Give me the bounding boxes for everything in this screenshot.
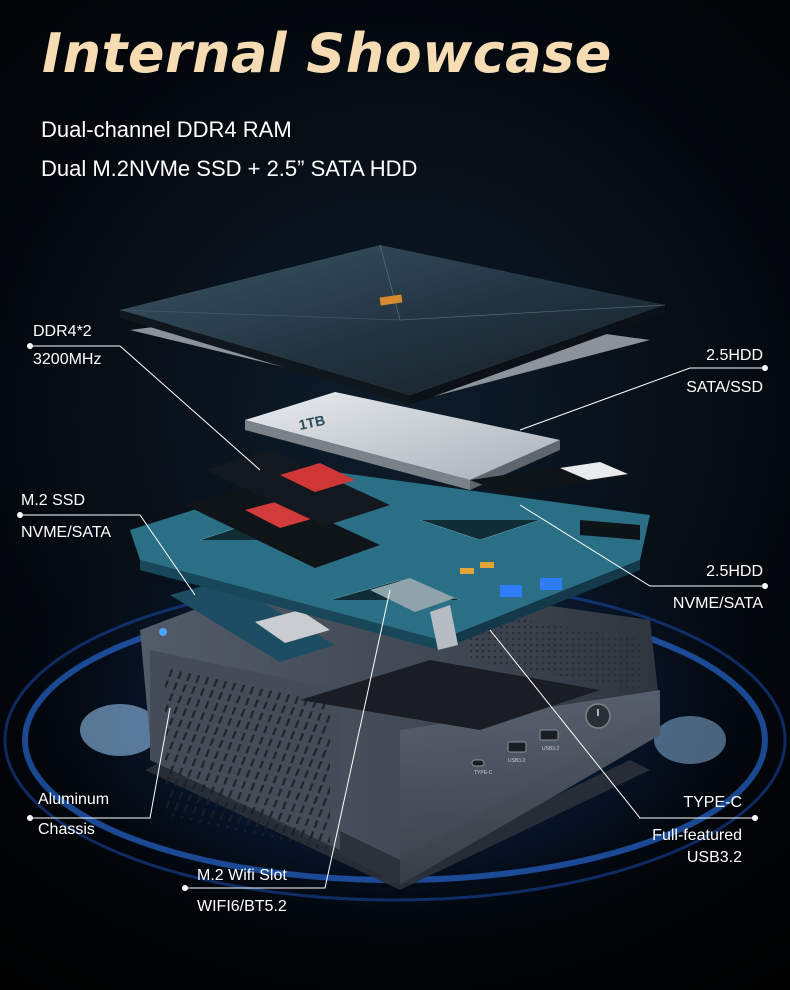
callout-wifi-line1: M.2 Wifi Slot bbox=[197, 867, 287, 884]
port-usb-label-2: USB3.2 bbox=[542, 746, 559, 752]
callout-hdd-nvme-line2: NVME/SATA bbox=[672, 595, 763, 612]
callout-hdd-sata-line1: 2.5HDD bbox=[706, 347, 763, 364]
port-usb-label-1: USB3.2 bbox=[508, 758, 525, 764]
callout-typec-line3: USB3.2 bbox=[686, 849, 742, 866]
port-typec-label: TYPE-C bbox=[474, 770, 493, 776]
callout-dots bbox=[17, 343, 768, 891]
callout-m2-ssd-line2: NVME/SATA bbox=[21, 524, 112, 541]
callout-wifi-line2: WIFI6/BT5.2 bbox=[197, 898, 287, 915]
callout-ddr4-line1: DDR4*2 bbox=[33, 323, 92, 340]
top-lid bbox=[119, 244, 666, 405]
callout-aluminum-line2: Chassis bbox=[38, 821, 95, 838]
callout-aluminum-line1: Aluminum bbox=[38, 791, 110, 808]
callout-hdd-sata-line2: SATA/SSD bbox=[686, 379, 763, 396]
callout-hdd-nvme-line1: 2.5HDD bbox=[706, 563, 763, 580]
callout-typec-line1: TYPE-C bbox=[683, 794, 742, 811]
callout-ddr4-line2: 3200MHz bbox=[33, 351, 102, 368]
m2-ssd-module bbox=[170, 580, 335, 662]
ddr4-ram-modules bbox=[185, 450, 390, 568]
hdd-capacity-label: 1TB bbox=[297, 412, 326, 433]
callout-typec-line2: Full-featured bbox=[652, 827, 742, 844]
m2-nvme-right bbox=[470, 462, 630, 495]
subtitle-ram: Dual-channel DDR4 RAM bbox=[41, 117, 292, 142]
callout-m2-ssd-line1: M.2 SSD bbox=[21, 492, 86, 509]
aluminum-chassis: TYPE-C USB3.2 USB3.2 bbox=[140, 570, 660, 885]
callout-lines bbox=[20, 345, 765, 889]
page-title: Internal Showcase bbox=[42, 22, 612, 85]
subtitle-storage: Dual M.2NVMe SSD + 2.5” SATA HDD bbox=[41, 156, 418, 181]
